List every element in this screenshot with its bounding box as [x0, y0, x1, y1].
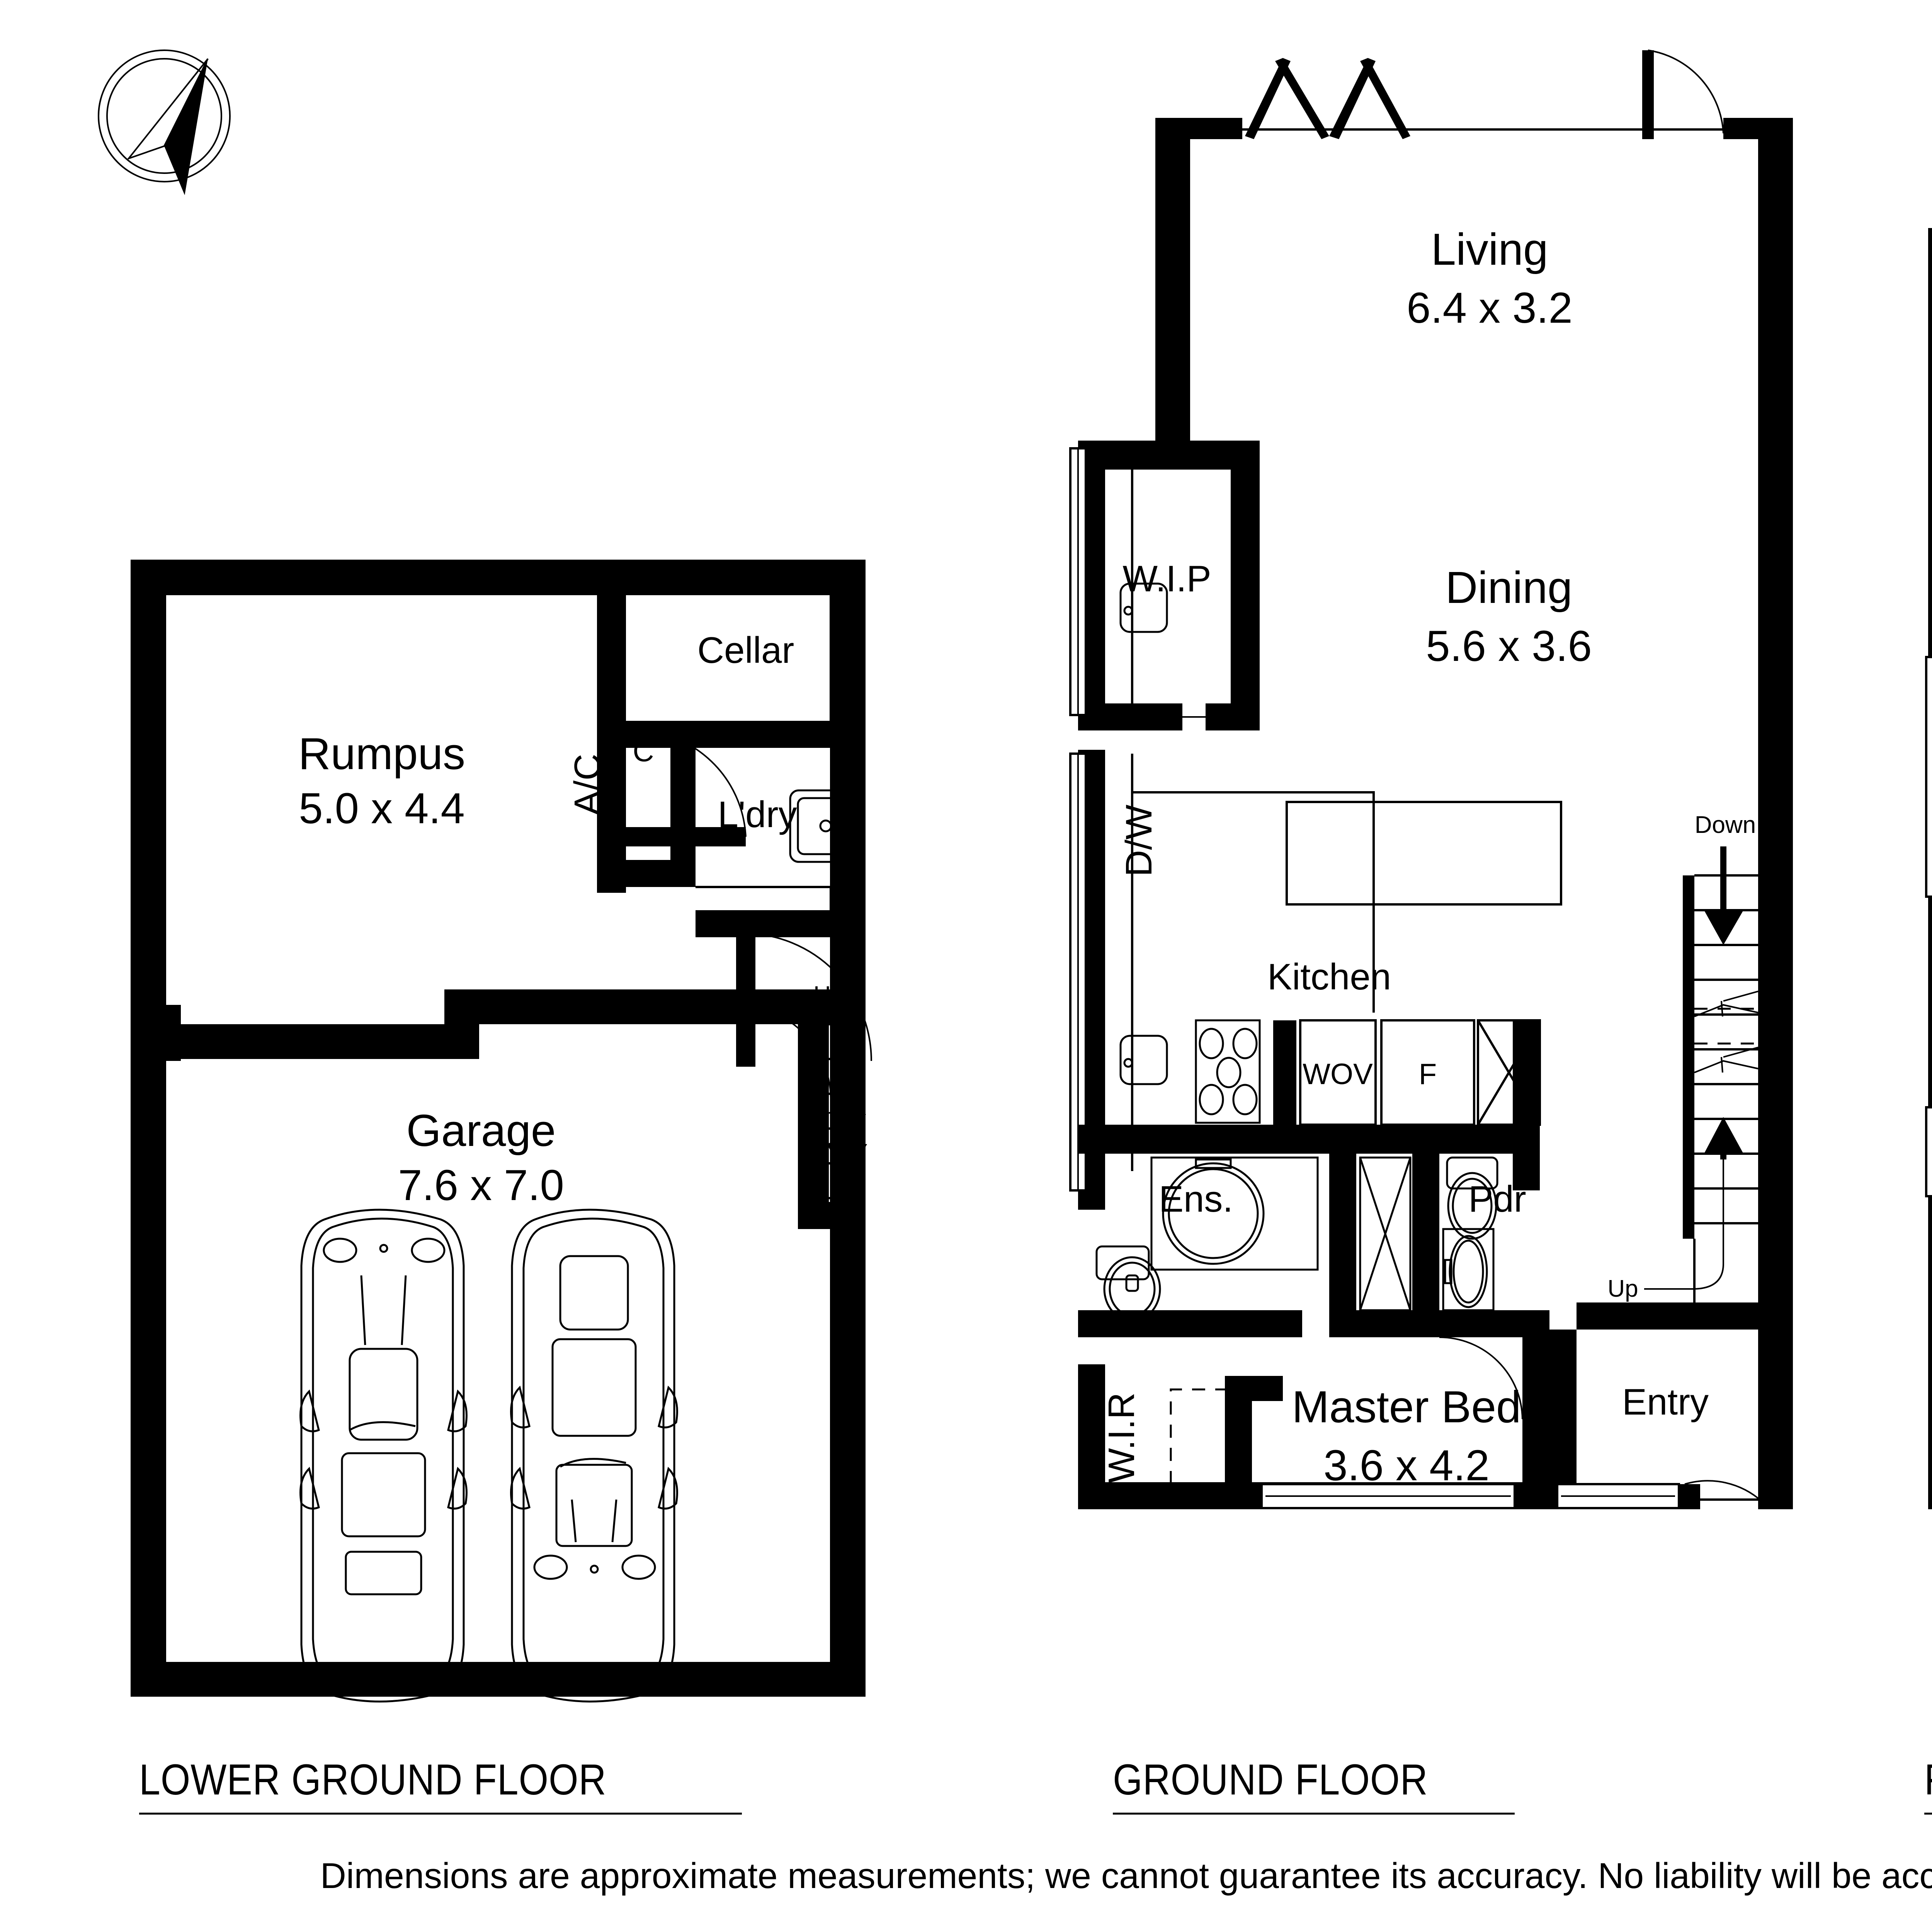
floor-title-lower-ground: LOWER GROUND FLOOR	[139, 1755, 607, 1804]
stair-label-up-ground: Up	[1607, 1275, 1638, 1302]
window-icon	[1556, 1483, 1680, 1509]
room-label-ldry: L'dry	[718, 794, 797, 835]
room-label-cellar: Cellar	[697, 630, 794, 671]
window-icon	[1069, 447, 1087, 1192]
room-label-master-bed: Master Bed	[1292, 1382, 1521, 1432]
car-outline	[299, 1209, 468, 1702]
room-label-closet-c: C	[633, 735, 654, 768]
front-door-icon	[1679, 1476, 1763, 1509]
floor-title-rule-lower	[139, 1813, 742, 1815]
ground-floor-plan: Living 6.4 x 3.2 Dining 5.6 x 3.6 W.I.P …	[1069, 49, 1793, 1509]
window-icon	[1260, 1483, 1516, 1509]
floor-title-rule-ground	[1113, 1813, 1515, 1815]
room-label-rumpus: Rumpus	[298, 729, 465, 779]
room-dim-garage: 7.6 x 7.0	[398, 1161, 564, 1209]
room-label-wip: W.I.P	[1122, 558, 1211, 599]
room-label-garage: Garage	[406, 1105, 556, 1156]
basin-icon	[1442, 1228, 1495, 1311]
appliance-label-dishwasher: D/W	[1118, 804, 1160, 877]
room-label-entry: Entry	[1622, 1381, 1709, 1423]
toilet-icon	[1095, 1245, 1161, 1322]
shower-icon	[1359, 1156, 1412, 1311]
stairs-up-lower-ground	[827, 1011, 867, 1199]
first-floor-plan: Cbd	[1925, 228, 1932, 1509]
floor-title-ground: GROUND FLOOR	[1113, 1755, 1428, 1804]
floor-title-rule-first	[1924, 1813, 1932, 1815]
stair-label-down-ground: Down	[1695, 812, 1756, 838]
room-label-wir-ground: W.I.R	[1101, 1393, 1142, 1483]
disclaimer-text: Dimensions are approximate measurements;…	[320, 1856, 1932, 1896]
appliance-label-wall-oven: WOV	[1303, 1058, 1373, 1091]
lower-ground-floor-plan: Rumpus 5.0 x 4.4 Garage 7.6 x 7.0 Cellar…	[131, 560, 872, 1702]
compass-rose-icon	[98, 49, 231, 195]
room-label-living: Living	[1431, 224, 1548, 274]
window-icon	[1925, 1106, 1932, 1197]
stairs-ground	[1644, 846, 1759, 1302]
car-outline	[510, 1209, 678, 1702]
entry-door-swing-living	[1642, 49, 1724, 139]
window-icon	[1925, 656, 1932, 898]
room-dim-rumpus: 5.0 x 4.4	[299, 784, 465, 833]
stair-label-up-lower: Up	[813, 982, 844, 1008]
room-label-ac: A/C	[567, 754, 608, 815]
toilet-icon	[1446, 1156, 1498, 1240]
room-dim-living: 6.4 x 3.2	[1406, 284, 1573, 332]
room-label-kitchen: Kitchen	[1267, 956, 1391, 998]
bifold-door-icon	[1245, 58, 1410, 139]
room-dim-dining: 5.6 x 3.6	[1426, 622, 1592, 670]
floor-title-first: FIRST FLOOR	[1924, 1755, 1932, 1805]
room-label-dining: Dining	[1446, 562, 1573, 613]
cooktop-icon	[1195, 1019, 1261, 1124]
room-label-powder: Pdr	[1468, 1178, 1526, 1220]
room-dim-master-bed: 3.6 x 4.2	[1323, 1441, 1490, 1490]
appliance-label-fridge: F	[1419, 1058, 1437, 1091]
room-label-ensuite-ground: Ens.	[1159, 1178, 1233, 1220]
